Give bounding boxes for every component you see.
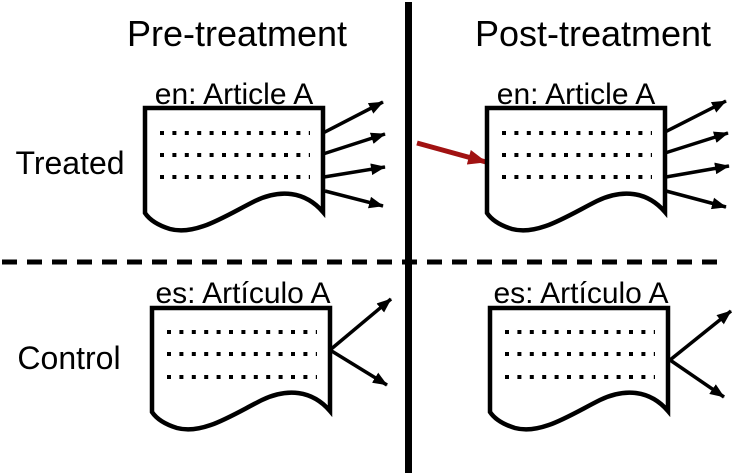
outlink-arrow	[668, 309, 733, 362]
row-label-control: Control	[17, 340, 120, 376]
cell-treated-pre: en: Article A	[142, 78, 386, 233]
document-shape	[142, 105, 326, 233]
row-label-treated: Treated	[15, 145, 124, 181]
document-title: es: Artículo A	[493, 277, 668, 310]
outlink-arrows	[322, 100, 386, 209]
outlink-arrow	[323, 163, 386, 179]
outlink-arrows	[664, 99, 730, 210]
outlink-arrows	[668, 309, 733, 399]
column-header-post-treatment: Post-treatment	[475, 13, 711, 54]
document-text-dots	[167, 330, 317, 379]
outlink-arrow	[665, 189, 727, 210]
outlink-arrow	[665, 162, 730, 179]
document-title: es: Artículo A	[155, 277, 330, 310]
outlink-arrow	[329, 348, 388, 387]
document-shape	[484, 105, 668, 233]
cell-control-post: es: Artículo A	[487, 277, 733, 432]
document-text-dots	[505, 330, 655, 379]
cell-control-pre: es: Artículo A	[149, 277, 393, 432]
outlink-arrow	[664, 99, 727, 134]
document-title: en: Article A	[155, 78, 313, 111]
document-shape	[487, 305, 671, 432]
cell-treated-post: en: Article A	[416, 78, 730, 233]
treatment-intervention-arrow	[416, 140, 487, 165]
outlink-arrow	[669, 358, 725, 399]
outlink-arrow	[324, 189, 384, 209]
document-title: en: Article A	[497, 78, 655, 111]
document-shape	[149, 305, 333, 432]
outlink-arrows	[328, 297, 393, 387]
outlink-arrow	[664, 131, 729, 155]
outlink-arrow	[322, 100, 384, 135]
outlink-arrow	[328, 297, 393, 352]
document-text-dots	[160, 131, 310, 179]
outlink-arrow	[322, 132, 386, 156]
document-text-dots	[502, 131, 652, 179]
column-header-pre-treatment: Pre-treatment	[127, 13, 347, 54]
